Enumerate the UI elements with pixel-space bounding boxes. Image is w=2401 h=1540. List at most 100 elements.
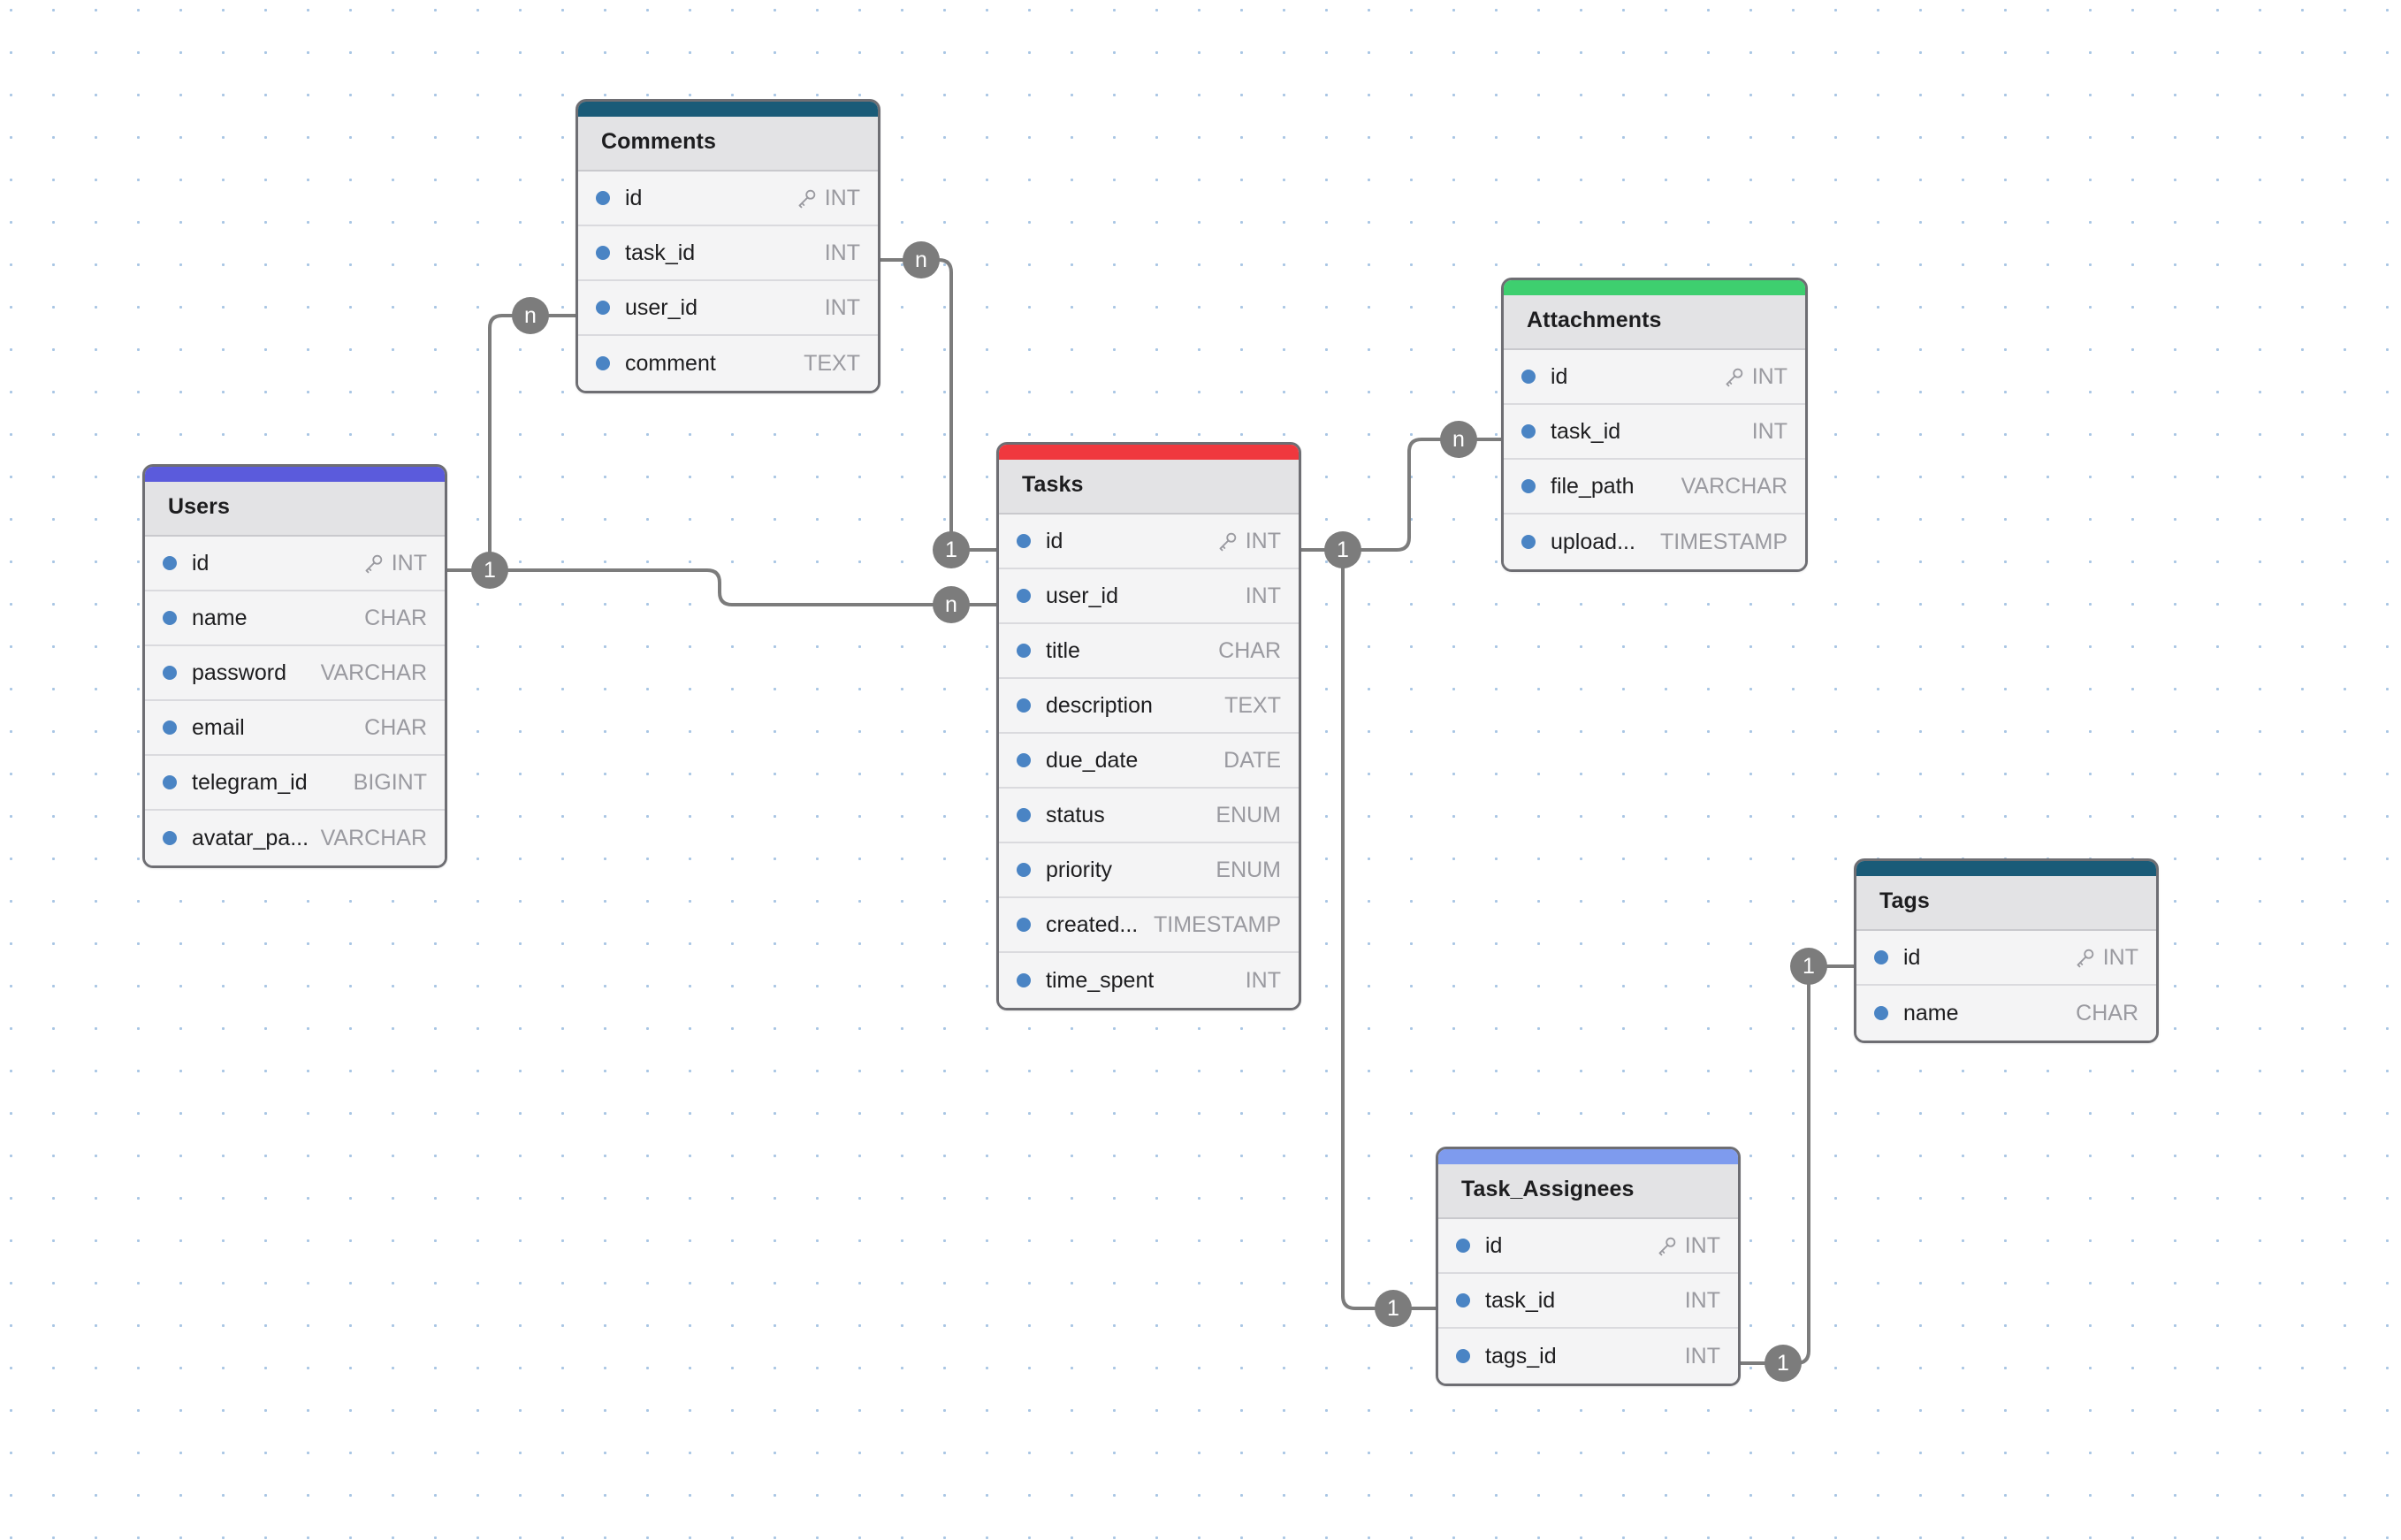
field-type: TEXT (804, 350, 860, 376)
field-bullet-icon (163, 611, 177, 625)
field-row[interactable]: description TEXT (999, 679, 1299, 734)
field-meta: VARCHAR (310, 660, 427, 686)
field-row[interactable]: avatar_pa... VARCHAR (145, 811, 445, 865)
field-row[interactable]: time_spent INT (999, 953, 1299, 1008)
field-meta: INT (814, 295, 860, 321)
primary-key-icon (1658, 1237, 1675, 1256)
cardinality-badge: n (512, 297, 549, 334)
edge-users-to-tasks-user (446, 568, 998, 606)
field-type: ENUM (1216, 802, 1281, 827)
field-name: task_id (1551, 418, 1621, 444)
primary-key-icon (798, 189, 815, 209)
field-name: task_id (1485, 1287, 1556, 1313)
field-type: INT (1684, 1343, 1720, 1368)
field-meta: CHAR (1208, 638, 1281, 664)
cardinality-badge: n (933, 586, 970, 623)
field-meta: INT (1235, 583, 1281, 609)
table-accent-bar (999, 445, 1299, 460)
field-bullet-icon (1017, 973, 1031, 987)
field-row[interactable]: id INT (145, 537, 445, 591)
field-type: CHAR (364, 605, 427, 630)
field-row[interactable]: file_path VARCHAR (1504, 460, 1805, 515)
field-type: TIMESTAMP (1154, 911, 1281, 937)
field-bullet-icon (163, 775, 177, 789)
field-type: ENUM (1216, 857, 1281, 882)
field-bullet-icon (163, 556, 177, 570)
field-name: file_path (1551, 473, 1635, 499)
field-bullet-icon (1017, 589, 1031, 603)
field-meta: INT (814, 240, 860, 266)
field-bullet-icon (596, 191, 610, 205)
field-name: description (1046, 692, 1153, 718)
field-name: status (1046, 802, 1105, 827)
field-row[interactable]: tags_id INT (1438, 1329, 1738, 1384)
field-type: INT (391, 550, 427, 576)
field-name: tags_id (1485, 1343, 1557, 1368)
field-type: TEXT (1224, 692, 1281, 718)
field-type: BIGINT (353, 769, 427, 795)
field-name: id (1903, 944, 1921, 970)
field-name: id (192, 550, 210, 576)
field-bullet-icon (1521, 479, 1536, 493)
field-bullet-icon (596, 356, 610, 370)
field-row[interactable]: upload...TIMESTAMP (1504, 515, 1805, 569)
field-type: VARCHAR (320, 659, 427, 685)
field-meta: BIGINT (343, 770, 427, 796)
cardinality-badge: n (1440, 421, 1477, 458)
field-meta: INT (1206, 529, 1281, 554)
field-type: INT (1684, 1232, 1720, 1258)
table-title: Users (145, 482, 445, 537)
field-meta: VARCHAR (310, 826, 427, 851)
field-bullet-icon (1017, 753, 1031, 767)
field-meta: VARCHAR (1671, 474, 1787, 499)
field-bullet-icon (163, 666, 177, 680)
field-name: id (1551, 363, 1568, 389)
table-accent-bar (1504, 280, 1805, 295)
field-type: VARCHAR (320, 825, 427, 850)
field-meta: INT (1742, 419, 1787, 445)
field-name: avatar_pa... (192, 825, 309, 850)
field-row[interactable]: status ENUM (999, 789, 1299, 843)
field-name: time_spent (1046, 967, 1155, 993)
field-row[interactable]: task_id INT (1504, 405, 1805, 460)
field-type: INT (824, 185, 860, 210)
primary-key-icon (365, 554, 382, 574)
field-bullet-icon (1017, 863, 1031, 877)
table-accent-bar (578, 102, 878, 117)
table-title: Tags (1856, 876, 2156, 931)
table-accent-bar (145, 467, 445, 482)
primary-key-icon (1726, 368, 1742, 387)
field-bullet-icon (1017, 644, 1031, 658)
field-row[interactable]: created...TIMESTAMP (999, 898, 1299, 953)
field-name: due_date (1046, 747, 1139, 773)
field-meta: INT (1235, 968, 1281, 994)
edge-assignees-to-tags (1739, 964, 1856, 1365)
